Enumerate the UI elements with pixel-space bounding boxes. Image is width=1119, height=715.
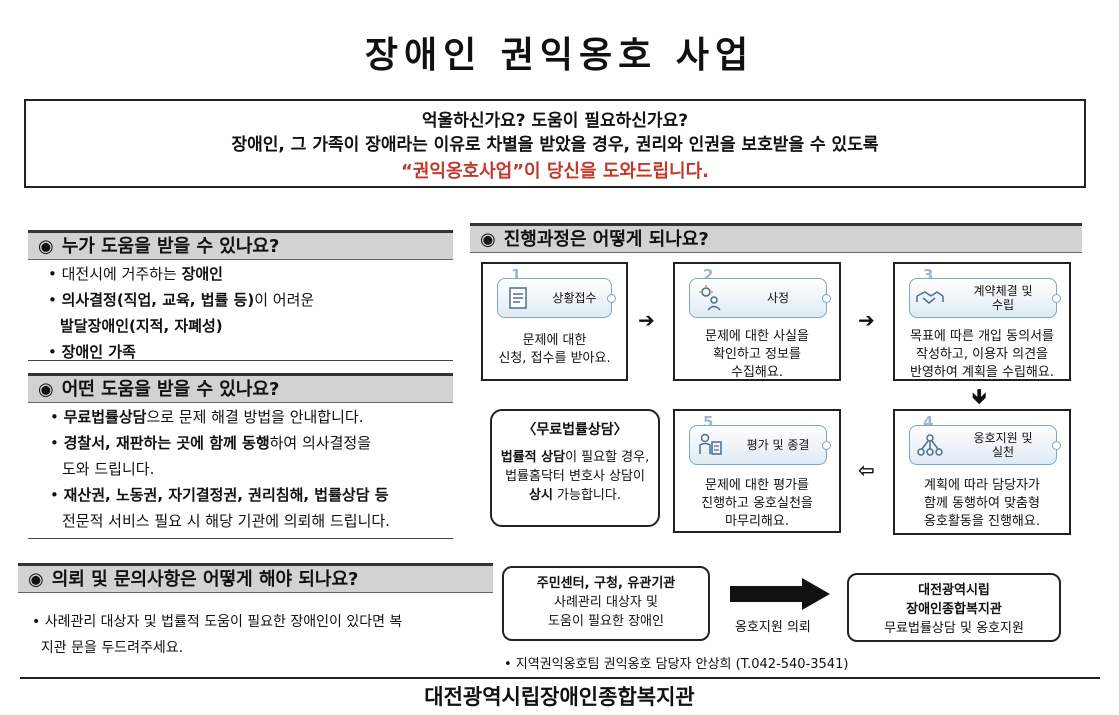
intro-box: 억울하신가요? 도움이 필요하신가요? 장애인, 그 가족이 장애라는 이유로 … [24,99,1086,188]
divider [28,360,453,361]
step-label: 평가 및 종결 [746,438,810,452]
step-label-pill: 사정 [689,278,831,318]
page-title: 장애인 권익옹호 사업 [364,35,755,76]
process-step-5: 5 평가 및 종결 문제에 대한 평가를 진행하고 옹호실천을 마무리해요. [673,409,841,533]
section-what-heading: ◉ 어떤 도움을 받을 수 있나요? [28,373,453,403]
step-number: 2 [703,266,714,284]
divider [28,538,453,539]
arrow-left-icon: ⇦ [858,458,875,482]
legal-line: 법률적 상담이 필요할 경우, [500,450,650,465]
legal-title: 〈무료법률상담〉 [522,422,628,438]
list-item: • 재산권, 노동권, 자기결정권, 권리침해, 법률상담 등 [50,486,389,504]
evaluation-icon [690,432,730,458]
section-process-title: 진행과정은 어떻게 되나요? [503,229,709,250]
target-bullet-icon: ◉ [480,229,496,250]
target-bullet-icon: ◉ [28,569,44,590]
referral-to-box: 대전광역시립 장애인종합복지관 무료법률상담 및 옹호지원 [847,573,1061,642]
intro-line-2: 장애인, 그 가족이 장애라는 이유로 차별을 받았을 경우, 권리와 인권을 … [231,135,879,155]
who-list: • 대전시에 거주하는 장애인 • 의사결정(직업, 교육, 법률 등)이 어려… [48,261,314,365]
legal-line: 법률홈닥터 변호사 상담이 [505,469,645,484]
arrow-down-icon: 🡻 [972,384,987,408]
legal-line: 상시 가능합니다. [529,488,621,503]
footer-org-name: 대전광역시립장애인종합복지관 [424,685,695,709]
step-label: 계약체결 및 수립 [973,284,1033,312]
list-item: 발달장애인(지적, 자폐성) [60,317,223,335]
step-label: 옹호지원 및 실천 [973,431,1033,459]
list-item: 도와 드립니다. [62,460,155,478]
arrow-right-icon: ➔ [858,308,875,332]
contact-person: • 지역권익옹호팀 권익옹호 담당자 안상희 (T.042-540-3541) [504,657,849,672]
referral-from-box: 주민센터, 구청, 유관기관 사례관리 대상자 및 도움이 필요한 장애인 [502,566,710,641]
list-item: • 의사결정(직업, 교육, 법률 등)이 어려운 [48,291,315,309]
handshake-icon [910,288,950,308]
list-item: • 경찰서, 재판하는 곳에 함께 동행하여 의사결정을 [50,434,371,452]
step-desc: 문제에 대한 신청, 접수를 받아요. [498,333,611,366]
step-number: 5 [703,413,714,431]
step-desc: 목표에 따른 개입 동의서를 작성하고, 이용자 의견을 반영하여 계획을 수립… [910,329,1054,380]
step-number: 1 [511,266,522,284]
step-label-pill: 평가 및 종결 [689,425,831,465]
step-desc: 계획에 따라 담당자가 함께 동행하여 맞춤형 옹호활동을 진행해요. [924,478,1040,529]
list-item: • 대전시에 거주하는 장애인 [48,265,223,283]
list-item: • 무료법률상담으로 문제 해결 방법을 안내합니다. [50,408,364,426]
contact-text: • 사례관리 대상자 및 법률적 도움이 필요한 장애인이 있다면 복 지관 문… [32,614,403,656]
section-who-heading: ◉ 누가 도움을 받을 수 있나요? [28,230,453,260]
section-what-title: 어떤 도움을 받을 수 있나요? [61,379,280,400]
section-contact-title: 의뢰 및 문의사항은 어떻게 해야 되나요? [51,569,359,590]
arrow-right-icon: ➔ [638,308,655,332]
what-list: • 무료법률상담으로 문제 해결 방법을 안내합니다. • 경찰서, 재판하는 … [50,404,390,534]
intro-line-1: 억울하신가요? 도움이 필요하신가요? [421,111,689,131]
step-label-pill: 옹호지원 및 실천 [909,425,1061,465]
section-process-heading: ◉ 진행과정은 어떻게 되나요? [470,223,1082,253]
process-step-1: 1 상황접수 문제에 대한 신청, 접수를 받아요. [481,262,628,381]
network-icon [910,433,950,457]
step-label: 사정 [766,291,790,305]
document-icon [498,286,538,310]
process-step-4: 4 옹호지원 및 실천 계획에 따라 담당자가 함께 동행하여 맞춤형 옹호활동… [893,409,1071,535]
process-step-2: 2 사정 문제에 대한 사실을 확인하고 정보를 수집해요. [673,262,841,381]
step-label-pill: 상황접수 [497,278,616,318]
step-label-pill: 계약체결 및 수립 [909,278,1061,318]
step-desc: 문제에 대한 평가를 진행하고 옹호실천을 마무리해요. [701,478,813,529]
investigate-icon [690,285,730,311]
arrow-right-icon [730,578,830,614]
process-step-3: 3 계약체결 및 수립 목표에 따른 개입 동의서를 작성하고, 이용자 의견을… [893,262,1071,381]
divider [20,677,1100,679]
target-bullet-icon: ◉ [38,379,54,400]
free-legal-consultation-box: 〈무료법률상담〉 법률적 상담이 필요할 경우, 법률홈닥터 변호사 상담이 상… [490,409,660,527]
step-number: 3 [923,266,934,284]
section-contact-heading: ◉ 의뢰 및 문의사항은 어떻게 해야 되나요? [18,563,493,593]
list-item: • 장애인 가족 [48,343,136,361]
list-item: 전문적 서비스 필요 시 해당 기관에 의뢰해 드립니다. [62,512,390,530]
section-who-title: 누가 도움을 받을 수 있나요? [61,236,280,257]
intro-highlight: “권익옹호사업”이 당신을 도와드립니다. [401,161,709,182]
target-bullet-icon: ◉ [38,236,54,257]
step-desc: 문제에 대한 사실을 확인하고 정보를 수집해요. [705,329,809,380]
step-label: 상황접수 [552,291,597,305]
step-number: 4 [923,413,934,431]
referral-arrow-label: 옹호지원 의뢰 [735,620,811,635]
